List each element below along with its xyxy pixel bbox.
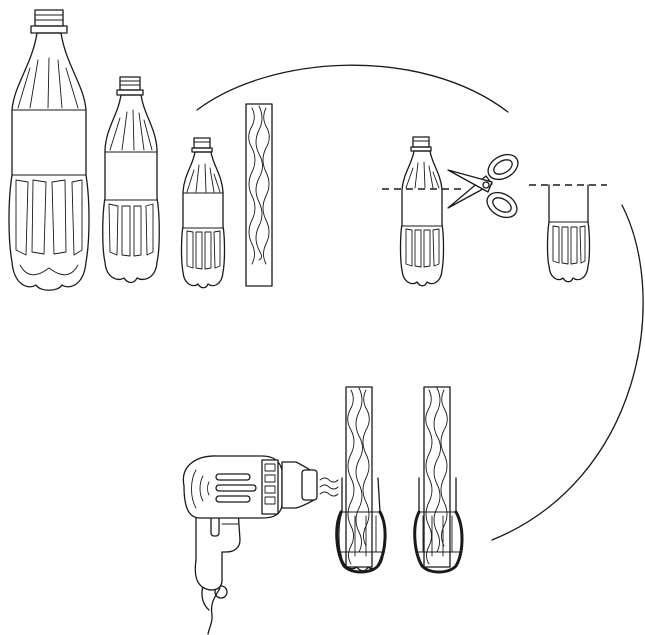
large-bottle bbox=[9, 10, 89, 290]
scissors-icon bbox=[448, 149, 522, 222]
connector-arc-top bbox=[197, 65, 508, 112]
stick-with-bottle-finished bbox=[415, 387, 462, 572]
cut-bottle-bottom bbox=[548, 185, 590, 282]
heat-gun-icon bbox=[183, 456, 338, 634]
bottle-to-cut bbox=[401, 137, 444, 286]
medium-bottle bbox=[103, 77, 160, 283]
stick-with-bottle-heating bbox=[337, 387, 385, 572]
wooden-stick bbox=[246, 104, 272, 286]
small-bottle bbox=[182, 138, 225, 288]
